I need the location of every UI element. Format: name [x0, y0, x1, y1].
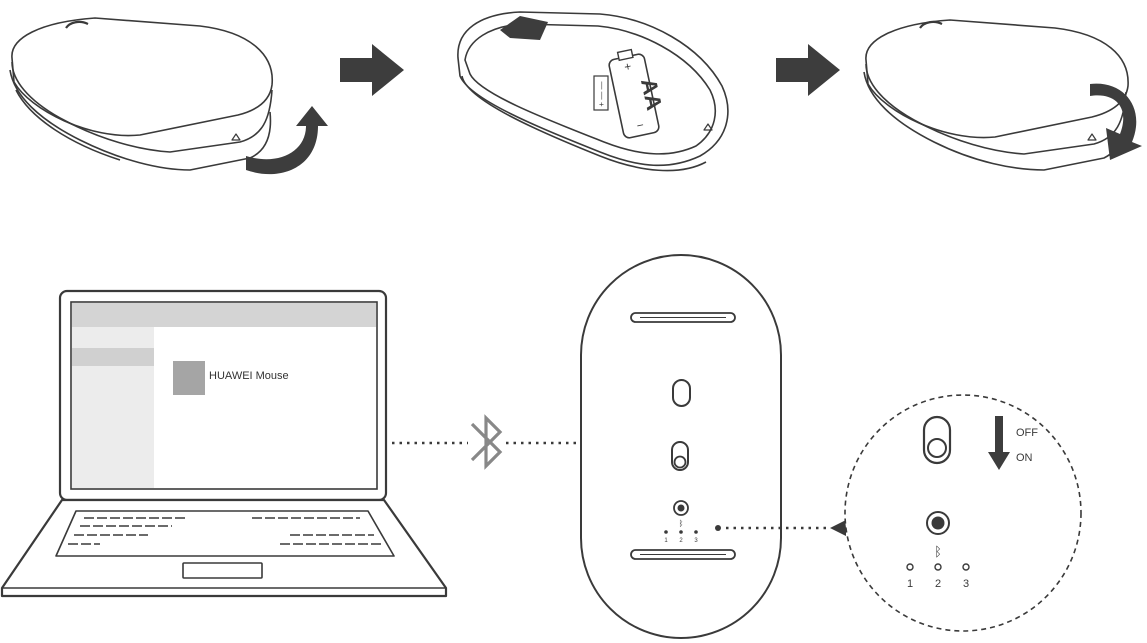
step-arrow-1-icon: [340, 44, 404, 96]
aa-battery: AA + −: [608, 48, 667, 139]
battery-polarity-marking: + — —: [593, 75, 609, 111]
mouse-bluetooth-icon: ᛒ: [679, 519, 684, 528]
callout-anchor-dot: [715, 525, 721, 531]
sidebar-selected-item: [72, 348, 154, 366]
step2-mouse-battery-compartment: [457, 11, 729, 172]
huawei-mouse-icon: [173, 361, 205, 395]
channel-3-label: 3: [694, 538, 698, 544]
channel-2-label: 2: [679, 538, 683, 544]
rotate-close-arrow-icon: [1090, 83, 1142, 160]
screen-title-bar: [72, 303, 376, 327]
touchpad: [182, 562, 263, 579]
step-arrow-2-icon: [776, 44, 840, 96]
switch-direction-arrow-icon: [988, 416, 1010, 470]
switch-off-label: OFF: [1016, 427, 1038, 439]
huawei-mouse-label[interactable]: HUAWEI Mouse: [209, 370, 289, 382]
switch-on-label: ON: [1016, 452, 1033, 464]
battery-plus-mark: +: [623, 59, 633, 74]
zoom-circle: [844, 394, 1082, 632]
zoom-bluetooth-icon: ᛒ: [934, 544, 942, 559]
keyboard-keys: [68, 517, 382, 545]
zoom-channel-1-label: 1: [907, 578, 913, 590]
bluetooth-icon: [470, 414, 503, 470]
zoom-detail: OFF ON ᛒ 1 2 3: [844, 394, 1082, 632]
callout-arrowhead-icon: [830, 520, 846, 536]
zoom-channel-2-label: 2: [935, 578, 941, 590]
rotate-open-arrow-icon: [246, 106, 328, 175]
laptop: HUAWEI Mouse: [0, 289, 448, 598]
battery-minus-mark: −: [635, 118, 645, 133]
channel-indicators: 1 2 3: [664, 530, 698, 544]
battery-polarity-text: + — —: [597, 81, 606, 106]
zoom-channel-3-label: 3: [963, 578, 969, 590]
channel-1-label: 1: [664, 538, 668, 544]
step3-mouse-cover-closed: [863, 19, 1129, 171]
step1-mouse-cover-open: [9, 17, 273, 171]
optical-sensor: [672, 379, 691, 407]
mouse-bottom-view: ᛒ 1 2 3: [580, 254, 782, 639]
